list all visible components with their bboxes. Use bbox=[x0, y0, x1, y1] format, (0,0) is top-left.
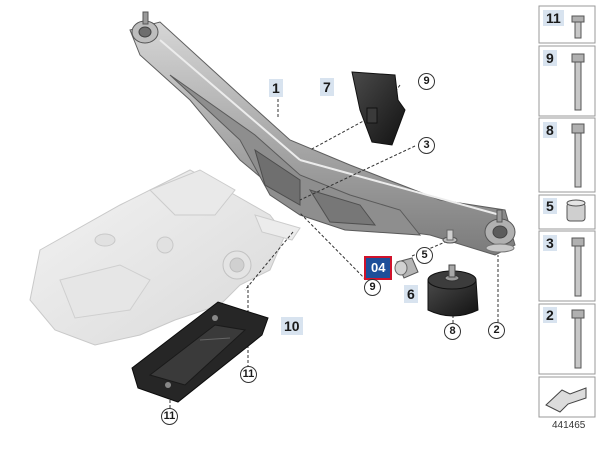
long-bolt-icon bbox=[571, 309, 585, 369]
short-bolt-icon bbox=[571, 15, 585, 39]
small-bushing-part-4 bbox=[394, 257, 419, 279]
rear-axle-carrier bbox=[129, 11, 516, 256]
callout-5: 5 bbox=[416, 247, 433, 264]
sidebar-num-9: 9 bbox=[543, 50, 557, 66]
long-bolt-icon bbox=[571, 123, 585, 188]
callout-10: 10 bbox=[281, 317, 303, 335]
callout-9: 9 bbox=[418, 73, 435, 90]
rubber-bushing-icon bbox=[566, 199, 586, 222]
underbody-guard-part-10 bbox=[131, 301, 269, 403]
sidebar-frame bbox=[538, 5, 596, 418]
washer-part-5 bbox=[442, 229, 458, 244]
callout-8: 8 bbox=[444, 323, 461, 340]
sidebar-num-11: 11 bbox=[543, 10, 564, 26]
callout-11: 11 bbox=[161, 408, 178, 425]
sidebar-num-5: 5 bbox=[543, 198, 557, 214]
callout-04-highlight: 04 bbox=[364, 256, 393, 280]
callout-9: 9 bbox=[364, 279, 381, 296]
callout-11: 11 bbox=[240, 366, 257, 383]
long-bolt-icon bbox=[571, 237, 585, 297]
callout-2: 2 bbox=[488, 322, 505, 339]
reference-arrow-icon bbox=[545, 387, 587, 413]
callout-3: 3 bbox=[418, 137, 435, 154]
diagram-number: 441465 bbox=[552, 420, 586, 431]
sidebar-num-8: 8 bbox=[543, 122, 557, 138]
long-bolt-icon bbox=[571, 53, 585, 111]
sidebar-num-2: 2 bbox=[543, 307, 557, 323]
rubber-mount-part-6 bbox=[427, 264, 479, 317]
sidebar-num-3: 3 bbox=[543, 235, 557, 251]
callout-7: 7 bbox=[320, 78, 334, 96]
rubber-stop-part-7 bbox=[351, 71, 406, 146]
callout-6: 6 bbox=[404, 285, 418, 303]
rear-differential-ghost bbox=[29, 169, 301, 346]
callout-1: 1 bbox=[269, 79, 283, 97]
